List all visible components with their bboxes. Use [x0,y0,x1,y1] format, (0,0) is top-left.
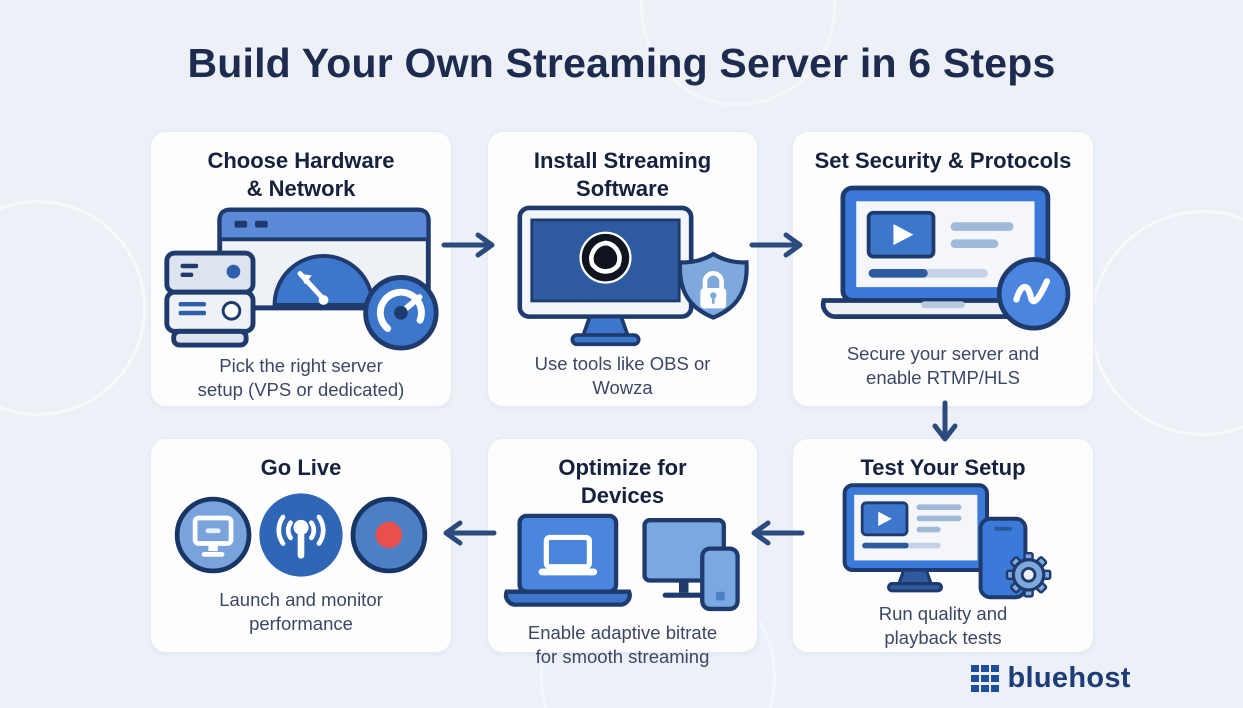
step-title: Test Your Setup [860,455,1026,480]
page-title: Build Your Own Streaming Server in 6 Ste… [187,40,1056,86]
step-description: Secure your server and enable RTMP/HLS [846,342,1040,388]
grid-of-squares-icon [971,664,999,693]
live-broadcast-record-illustration [168,482,434,588]
laptop-video-check-illustration [800,175,1086,342]
watermark-circle [0,200,146,416]
step-card-choose-hardware: Choose Hardware & Network [150,131,452,407]
step-card-test-setup: Test Your Setup [792,438,1094,653]
arrow-left-icon [749,519,805,552]
server-speedometer-illustration [159,202,443,354]
step-description: Pick the right server setup (VPS or dedi… [197,355,405,401]
step-title: Set Security & Protocols [814,148,1072,173]
step-card-security-protocols: Set Security & Protocols Sec [792,131,1094,407]
monitor-phone-gear-illustration [827,482,1059,602]
step-description: Use tools like OBS or Wowza [534,353,711,399]
step-description: Launch and monitor performance [219,588,383,634]
step-title: Install Streaming Software [533,148,712,201]
step-title: Optimize for Devices [558,455,687,508]
step-card-go-live: Go Live Launch and [150,438,452,653]
laptop-monitor-phone-illustration [498,509,748,621]
step-card-install-software: Install Streaming Software [487,131,758,407]
step-title: Go Live [260,455,342,480]
step-description: Enable adaptive bitrate for smooth strea… [527,622,718,668]
brand-name: bluehost [1007,662,1131,694]
step-card-optimize-devices: Optimize for Devices Enable adaptive bit… [487,438,758,667]
monitor-obs-shield-illustration [494,202,752,352]
watermark-circle [1090,210,1243,436]
arrow-right-icon [441,231,497,264]
brand-logo: bluehost [971,662,1131,695]
step-title: Choose Hardware & Network [207,148,395,201]
arrow-down-icon [929,400,961,449]
step-description: Run quality and playback tests [878,602,1008,648]
arrow-right-icon [749,231,805,264]
arrow-left-icon [441,519,497,552]
